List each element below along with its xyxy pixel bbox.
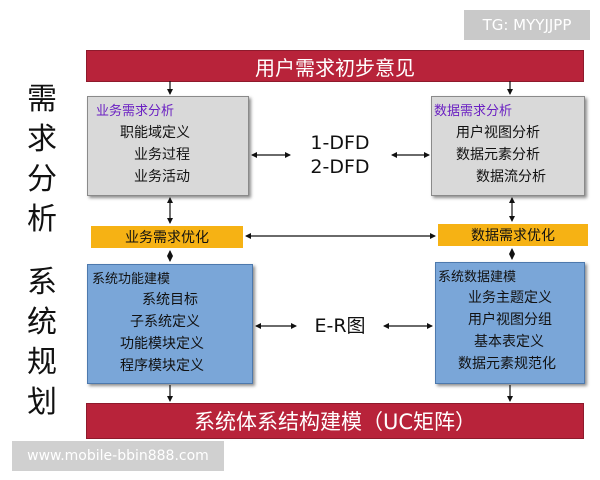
data-analysis-title: 数据需求分析 — [434, 104, 513, 119]
dfd-level-1: 1-DFD — [310, 132, 370, 154]
business-analysis-title: 业务需求分析 — [96, 104, 175, 119]
function-model-title: 系统功能建模 — [92, 272, 171, 287]
function-model-box: 系统功能建模 系统目标 子系统定义 功能模块定义 程序模块定义 — [87, 264, 253, 384]
data-analysis-item: 数据元素分析 — [456, 147, 540, 163]
function-model-item: 系统目标 — [142, 292, 198, 308]
dfd-level-2: 2-DFD — [310, 156, 370, 178]
data-model-box: 系统数据建模 业务主题定义 用户视图分组 基本表定义 数据元素规范化 — [435, 262, 585, 384]
data-analysis-item: 用户视图分析 — [456, 125, 540, 141]
banner-system-architecture: 系统体系结构建模（UC矩阵） — [86, 403, 584, 439]
function-model-item: 子系统定义 — [130, 314, 200, 330]
side-char: 求 — [27, 122, 57, 157]
side-char: 统 — [27, 305, 57, 340]
side-char: 析 — [27, 202, 57, 237]
side-char: 系 — [27, 265, 57, 300]
dfd-labels: 1-DFD 2-DFD — [290, 131, 390, 179]
data-model-item: 数据元素规范化 — [458, 356, 556, 372]
data-optimization-bar: 数据需求优化 — [438, 224, 588, 246]
side-char: 分 — [27, 162, 57, 197]
er-diagram-label: E-R图 — [314, 315, 366, 337]
data-model-item: 基本表定义 — [474, 334, 544, 350]
business-analysis-box: 业务需求分析 职能域定义 业务过程 业务活动 — [87, 96, 249, 196]
side-label-system-planning: 系 统 规 划 — [22, 263, 62, 423]
watermark-tag: TG: MYYJJPP — [464, 10, 590, 40]
function-model-item: 程序模块定义 — [120, 358, 204, 374]
business-analysis-item: 业务过程 — [134, 147, 190, 163]
data-model-item: 业务主题定义 — [468, 290, 552, 306]
data-analysis-item: 数据流分析 — [476, 169, 546, 185]
website-watermark: www.mobile-bbin888.com — [12, 441, 224, 471]
data-model-title: 系统数据建模 — [438, 270, 517, 285]
data-analysis-box: 数据需求分析 用户视图分析 数据元素分析 数据流分析 — [431, 96, 585, 196]
side-char: 规 — [27, 345, 57, 380]
side-label-requirements-analysis: 需 求 分 析 — [22, 80, 62, 240]
business-analysis-item: 职能域定义 — [120, 125, 190, 141]
function-model-item: 功能模块定义 — [120, 336, 204, 352]
side-char: 划 — [27, 385, 57, 420]
banner-user-requirements: 用户需求初步意见 — [86, 50, 584, 82]
business-optimization-bar: 业务需求优化 — [91, 226, 243, 248]
data-model-item: 用户视图分组 — [468, 312, 552, 328]
business-analysis-item: 业务活动 — [134, 169, 190, 185]
side-char: 需 — [27, 82, 57, 117]
